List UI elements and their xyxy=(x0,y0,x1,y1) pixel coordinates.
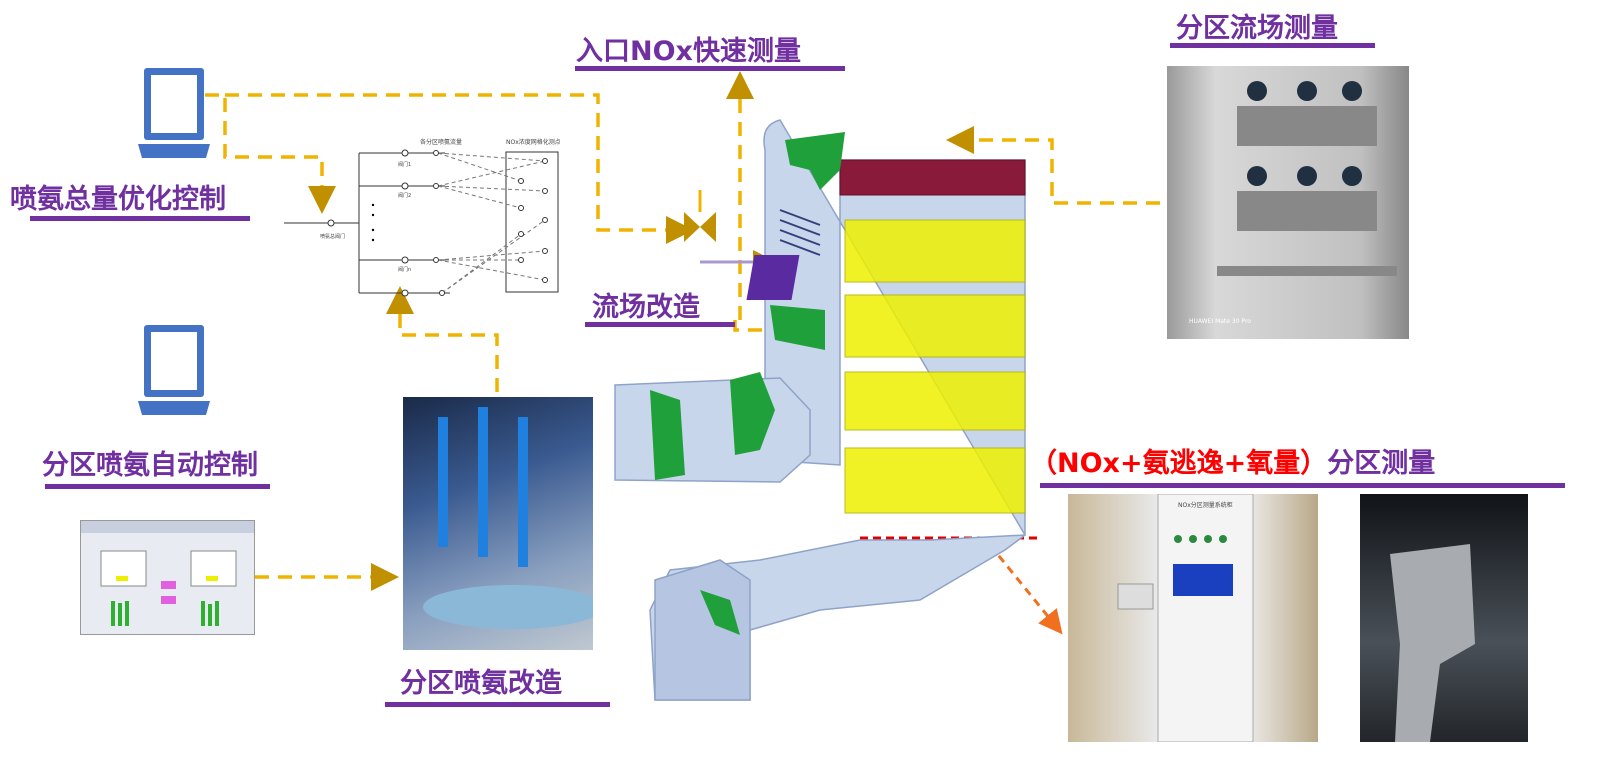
catalyst-layer-4 xyxy=(844,447,1026,514)
underline xyxy=(1040,483,1565,488)
valve-label: 阀门1 xyxy=(398,161,411,168)
ammonia-valve-schematic: 各分区喷氨流量 NOx浓度网格化测点 喷氨总阀门 阀门1 阀门2 阀门n xyxy=(284,138,560,297)
flow-measure-cabinet-photo: HUAWEI Mate 30 Pro xyxy=(1167,66,1409,339)
underline xyxy=(30,216,250,221)
valve-label: 阀门n xyxy=(398,266,411,273)
hmi-screenshot xyxy=(80,520,255,635)
guide-vane-outlet xyxy=(700,590,740,635)
inlet-duct xyxy=(614,377,811,483)
scr-reactor-model xyxy=(614,119,1026,701)
title-multi-measure: （NOx+氨逃逸+氧量）分区测量 xyxy=(1030,441,1435,480)
schematic-header-left: 各分区喷氨流量 xyxy=(420,138,462,146)
catalyst-layer-1 xyxy=(844,219,1026,283)
valve-icon xyxy=(684,190,716,242)
guide-vane-mid xyxy=(770,305,825,350)
schematic-header-right: NOx浓度网格化测点 xyxy=(506,138,560,146)
catalyst-layer-3 xyxy=(844,371,1026,431)
title-zone-flow-measure: 分区流场测量 xyxy=(1176,13,1338,44)
title-zone-auto-control: 分区喷氨自动控制 xyxy=(42,450,258,481)
top-rectifier-layer xyxy=(839,159,1026,196)
underline xyxy=(585,322,735,327)
title-inlet-nox: 入口NOx快速测量 xyxy=(576,36,801,67)
dash-laptop-to-inlet xyxy=(225,93,694,244)
guide-vane-top xyxy=(785,132,845,190)
guide-vane-inlet xyxy=(650,372,775,480)
ammonia-pipe-photo xyxy=(403,397,593,650)
dash-laptop-to-valve xyxy=(205,93,336,214)
title-zone-retrofit: 分区喷氨改造 xyxy=(400,668,562,699)
laptop-icon xyxy=(138,68,210,158)
title-total-ammonia: 喷氨总量优化控制 xyxy=(10,184,226,215)
camera-watermark: HUAWEI Mate 30 Pro xyxy=(1189,318,1251,325)
catalyst-layer-2 xyxy=(844,294,1026,358)
analyzer-cabinet-photo: NOx分区测量系统柜 xyxy=(1068,494,1318,742)
main-valve-label: 喷氨总阀门 xyxy=(320,233,345,240)
mixer-grid xyxy=(746,255,800,300)
underline xyxy=(45,484,270,489)
title-flow-retrofit: 流场改造 xyxy=(592,292,700,323)
analyzer-label: NOx分区测量系统柜 xyxy=(1178,502,1233,509)
dash-orange-to-analyzer xyxy=(988,544,1063,635)
laptop-icon xyxy=(138,325,210,415)
outlet-duct xyxy=(654,559,751,701)
ammonia-grid-lines xyxy=(779,209,821,256)
probe-box-photo xyxy=(1360,494,1528,742)
valve-label: 阀门2 xyxy=(398,192,411,199)
title-multi-measure-red: （NOx+氨逃逸+氧量） xyxy=(1030,448,1328,479)
dash-photo-to-valve-n xyxy=(386,286,499,392)
title-multi-measure-purple: 分区测量 xyxy=(1327,448,1436,479)
underline xyxy=(385,702,610,707)
underline xyxy=(575,66,845,71)
underline xyxy=(1170,43,1375,48)
dash-cabinet-to-reactor xyxy=(946,126,1160,205)
